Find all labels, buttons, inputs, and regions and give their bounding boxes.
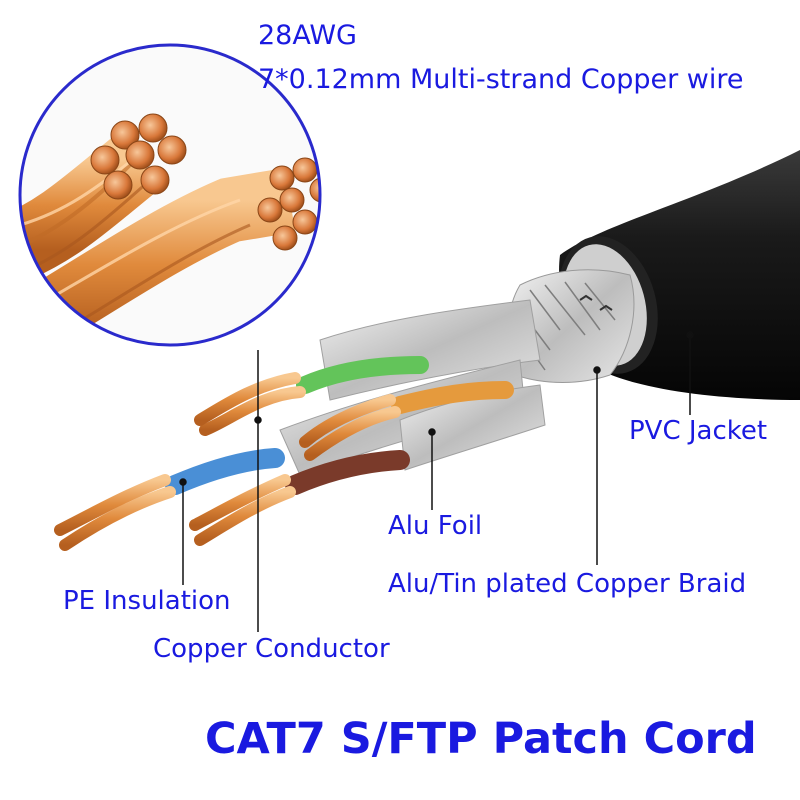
copper-conductor-label: Copper Conductor (153, 634, 390, 664)
pair-green (194, 356, 429, 436)
strand-ends-2 (257, 157, 320, 251)
leader-lines (179, 331, 694, 632)
alu-foil-label: Alu Foil (388, 511, 483, 541)
strand-spec-label: 7*0.12mm Multi-strand Copper wire (258, 64, 744, 95)
braid-label: Alu/Tin plated Copper Braid (388, 569, 747, 599)
pair-brown (189, 450, 410, 546)
strand-ends-1 (90, 113, 187, 200)
wire-gauge-label: 28AWG (258, 20, 357, 51)
page-title: CAT7 S/FTP Patch Cord (205, 714, 757, 764)
pe-insulation-label: PE Insulation (63, 586, 231, 616)
pvc-jacket-label: PVC Jacket (629, 416, 768, 446)
pair-orange (299, 381, 514, 461)
